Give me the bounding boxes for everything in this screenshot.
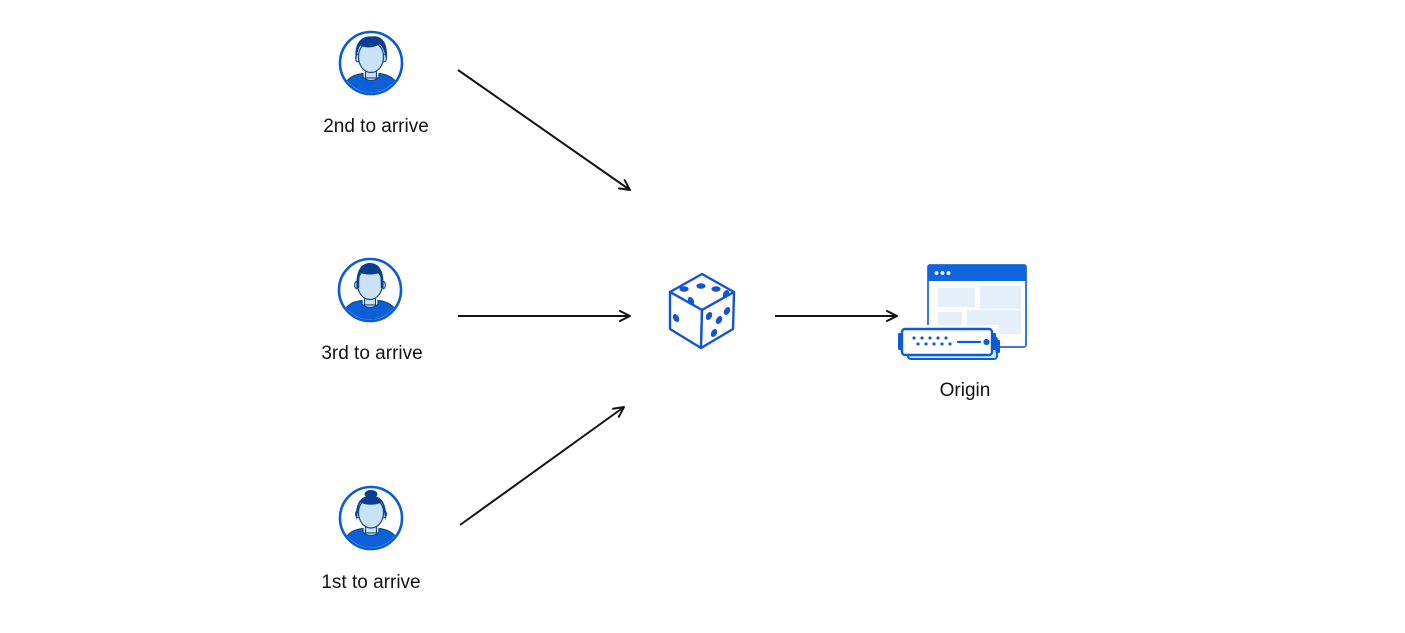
- male-avatar-swept-hair-icon: [338, 30, 404, 96]
- origin-browser-and-server-icon: [897, 264, 1027, 361]
- server-vent-pattern: [912, 336, 952, 346]
- arrow-first-to-dice: [459, 406, 625, 526]
- dice-icon: [668, 272, 736, 350]
- label-second-to-arrive: 2nd to arrive: [323, 116, 429, 137]
- label-origin: Origin: [939, 380, 991, 401]
- label-first-to-arrive: 1st to arrive: [321, 572, 421, 593]
- arrow-second-to-dice: [457, 69, 631, 191]
- server-icon: [898, 327, 996, 357]
- male-avatar-flat-hair-icon: [337, 257, 403, 323]
- female-avatar-bun-icon: [338, 485, 404, 551]
- label-third-to-arrive: 3rd to arrive: [321, 343, 423, 364]
